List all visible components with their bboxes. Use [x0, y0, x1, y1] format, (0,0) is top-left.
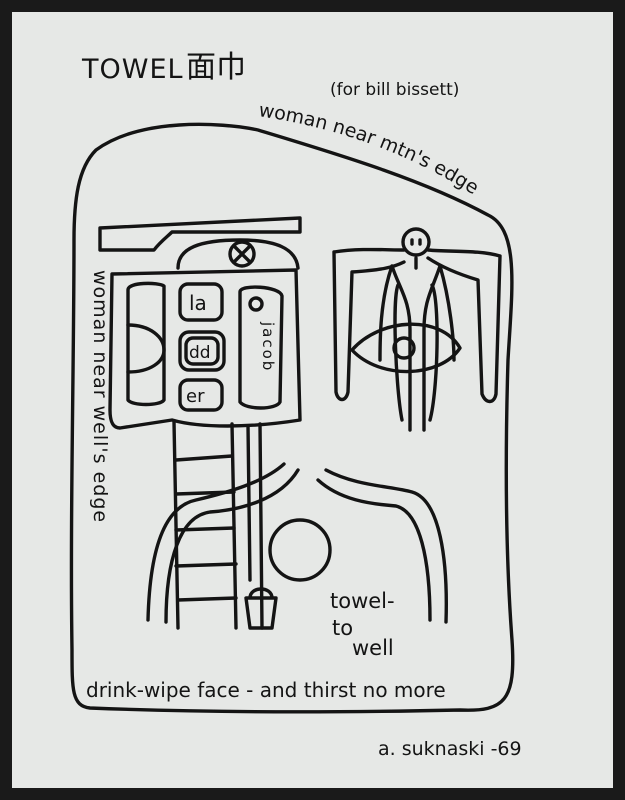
vertical-left-text: woman near well's edge: [89, 270, 111, 523]
bottom-line: drink-wipe face - and thirst no more: [86, 678, 446, 702]
box-er: [178, 378, 224, 412]
towel-line-2: to: [332, 616, 353, 640]
figure-legs: [378, 264, 456, 432]
glyph-left-panel: [126, 281, 166, 407]
glyph-top-bar: [98, 216, 302, 252]
glyph-arch: [176, 238, 300, 270]
outer-boundary: [69, 122, 515, 714]
figure-head: [401, 227, 431, 257]
glyph-right-panel: [238, 285, 284, 410]
word-jacob: jacob: [259, 321, 277, 372]
dedication: (for bill bissett): [330, 80, 460, 100]
figure-arms: [332, 247, 502, 404]
towel-line-1: towel-: [330, 589, 395, 613]
word-dd: dd: [189, 343, 211, 363]
ladder-rails: [172, 420, 238, 630]
box-la: [178, 282, 224, 322]
poem-title: TOWEL: [82, 54, 184, 85]
eye-shape: [350, 322, 462, 374]
word-la: la: [189, 291, 207, 315]
box-dd: [178, 330, 226, 372]
glyph-box-frame: [108, 268, 302, 430]
towel-line-3: well: [352, 636, 394, 660]
bucket: [244, 587, 278, 630]
well-circle: [268, 518, 332, 582]
vertical-lines: [246, 422, 264, 630]
signature: a. suknaski -69: [378, 738, 522, 760]
rope-right: [316, 478, 432, 622]
word-er: er: [186, 386, 205, 407]
small-o: [248, 296, 264, 312]
poem-title-chinese: 面巾: [186, 50, 246, 85]
rope-left: [146, 462, 286, 622]
ladder-rungs: [174, 454, 238, 602]
curve-top-text: woman near mtn's edge: [257, 99, 482, 199]
crossed-circle: [228, 240, 256, 268]
